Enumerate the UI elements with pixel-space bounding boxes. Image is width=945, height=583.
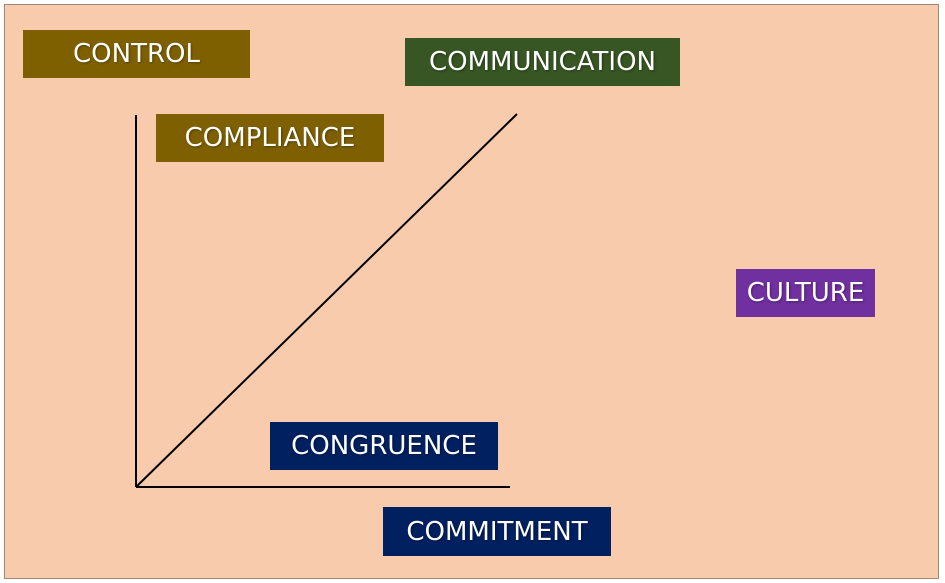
label-communication: COMMUNICATION bbox=[405, 38, 680, 86]
diagonal-line bbox=[135, 113, 518, 488]
axes-lines bbox=[135, 113, 518, 488]
label-compliance: COMPLIANCE bbox=[156, 114, 384, 162]
diagram-canvas: CONTROL COMMUNICATION COMPLIANCE CULTURE… bbox=[4, 4, 939, 579]
label-control: CONTROL bbox=[23, 30, 250, 78]
label-culture: CULTURE bbox=[736, 269, 875, 317]
label-commitment: COMMITMENT bbox=[383, 507, 611, 556]
label-congruence: CONGRUENCE bbox=[270, 422, 498, 470]
